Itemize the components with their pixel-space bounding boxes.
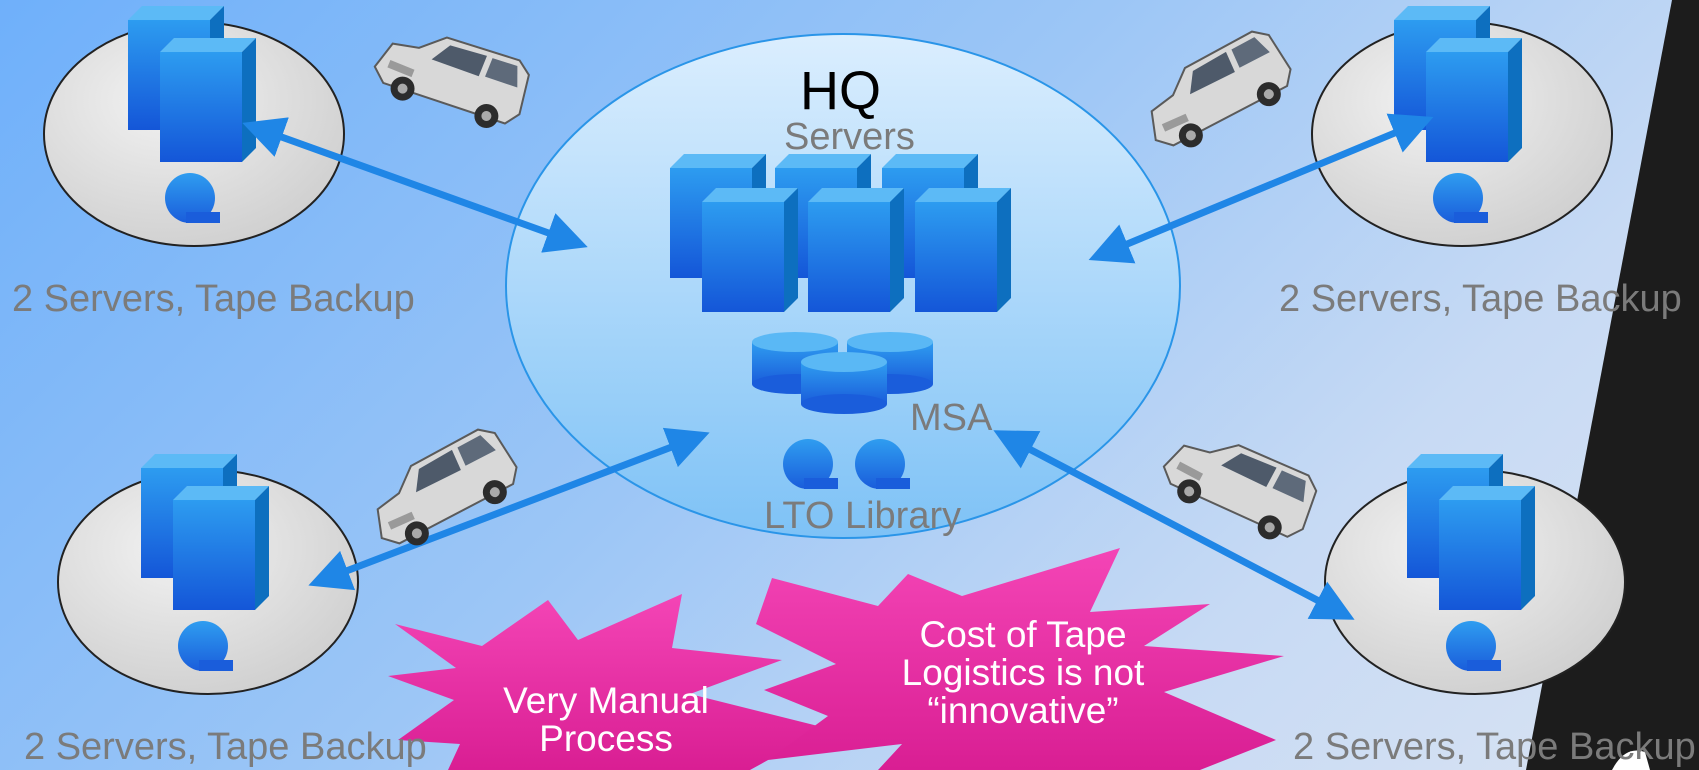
hq-title: HQ bbox=[800, 61, 881, 121]
site-label-top-right: 2 Servers, Tape Backup bbox=[1279, 278, 1682, 320]
disk-icon bbox=[801, 352, 887, 414]
msa-label: MSA bbox=[910, 397, 993, 439]
connection-arrows bbox=[242, 113, 1434, 620]
starburst-cost bbox=[756, 548, 1284, 770]
callout-manual-text: Very Manual Process bbox=[503, 680, 709, 759]
starburst-manual bbox=[388, 594, 826, 770]
arrow-top-left bbox=[242, 117, 588, 253]
server-icon bbox=[173, 486, 269, 610]
server-icon bbox=[702, 188, 798, 312]
server-icon bbox=[808, 188, 904, 312]
van-icon bbox=[1130, 22, 1305, 162]
corner-logo bbox=[1612, 750, 1650, 770]
hq-server-group bbox=[670, 154, 1011, 312]
hq-servers-label: Servers bbox=[784, 116, 915, 158]
arrow-top-right bbox=[1088, 113, 1434, 264]
site-top-right bbox=[1311, 6, 1613, 247]
arrow-bottom-right bbox=[993, 430, 1355, 620]
server-icon bbox=[1426, 38, 1522, 162]
site-label-bottom-right: 2 Servers, Tape Backup bbox=[1293, 726, 1696, 768]
site-bottom-left bbox=[57, 454, 359, 695]
van-icon bbox=[1152, 412, 1328, 559]
arrow-bottom-left bbox=[308, 427, 710, 591]
lto-library-label: LTO Library bbox=[764, 495, 962, 537]
callout-cost-text: Cost of Tape Logistics is not “innovativ… bbox=[901, 614, 1145, 731]
server-icon bbox=[160, 38, 256, 162]
server-icon bbox=[915, 188, 1011, 312]
site-label-top-left: 2 Servers, Tape Backup bbox=[12, 278, 415, 320]
site-top-left bbox=[43, 6, 345, 247]
van-icon bbox=[365, 9, 540, 145]
site-label-bottom-left: 2 Servers, Tape Backup bbox=[24, 726, 427, 768]
server-icon bbox=[1439, 486, 1535, 610]
